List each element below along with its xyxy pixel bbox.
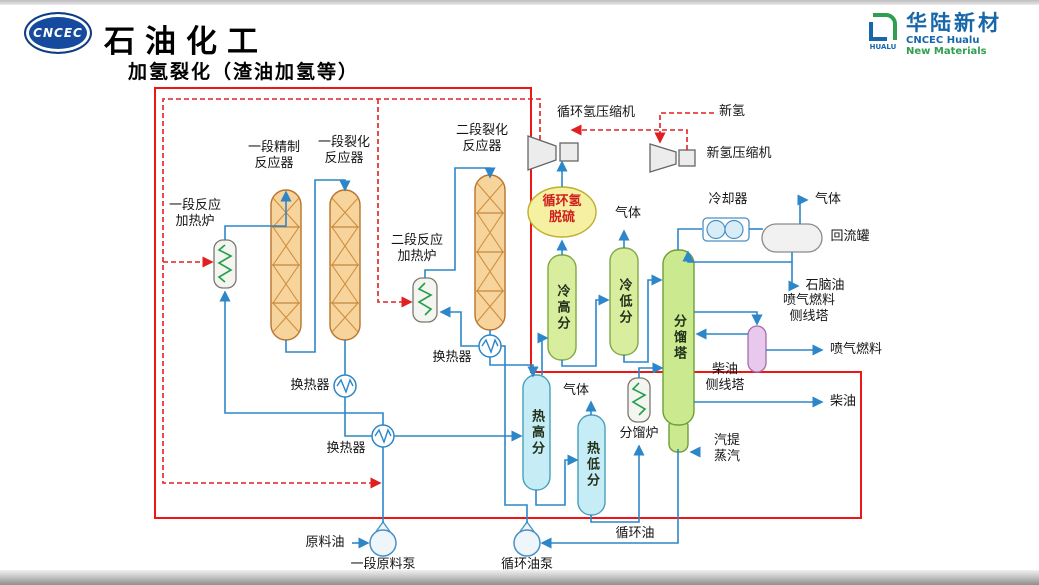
stage1-cracking-reactor-label: 一段裂化 反应器: [317, 135, 370, 166]
stage1-furnace-label: 一段反应 加热炉: [168, 198, 221, 229]
cold-lp-liquid-line: [623, 274, 663, 363]
cncec-logo-text: CNCEC: [33, 26, 83, 40]
bottom-gray-bar: [0, 570, 1039, 585]
gas-hot-lp-label: 气体: [562, 383, 589, 398]
column-overhead-line: [677, 228, 702, 250]
reactor1-to-reactor2-line: [285, 179, 351, 353]
fractionator-name: 分馏塔: [671, 314, 686, 362]
stage2-cracking-reactor-label: 二段裂化 反应器: [455, 123, 508, 154]
brand-left-calligraphy: 石油化工: [104, 24, 268, 60]
recycle-oil-line: [540, 449, 679, 549]
furnace1-to-reactor1-line: [224, 190, 292, 240]
stage2-cracking-reactor: [474, 174, 506, 331]
desulfurizer-label: 循环氢 脱硫: [542, 194, 582, 225]
fractionation-furnace: [627, 377, 651, 423]
feed-pump-symbol: [369, 520, 397, 557]
cncec-logo: CNCEC: [24, 12, 92, 54]
new-h2-discharge-line: [570, 124, 688, 150]
reflux-drum-label: 回流罐: [830, 229, 870, 244]
reflux-line: [682, 250, 793, 263]
reflux-drum-vessel: [761, 223, 823, 253]
hualu-brand-sub1: CNCEC Hualu: [906, 35, 980, 46]
heat-exchanger-3: [478, 334, 502, 358]
stripping-steam-label: 汽提 蒸汽: [713, 433, 740, 464]
stage2-furnace-label: 二段反应 加热炉: [390, 233, 443, 264]
stage1-refining-reactor-label: 一段精制 反应器: [247, 140, 300, 171]
h2-to-furnace2-line: [377, 99, 413, 308]
recycle-oil-label: 循环油: [615, 526, 655, 541]
page-title: 加氢裂化（渣油加氢等）: [128, 61, 360, 83]
stage1-furnace: [213, 239, 237, 289]
hot-hp-vapor-line: [537, 332, 549, 375]
reactor2-effluent-line: [344, 340, 523, 442]
feed-pump-label: 一段原料泵: [350, 557, 416, 572]
hualu-logo-icon-text: HUALU: [869, 43, 897, 51]
diesel-label: 柴油: [829, 394, 856, 409]
cold-hp-separator-name: 冷高分: [554, 284, 570, 332]
naphtha-line: [788, 262, 800, 292]
red-highlight-boundary: [154, 87, 862, 519]
new-h2-line: [654, 112, 714, 144]
column-to-stripper-line: [694, 311, 763, 326]
cooler-label: 冷却器: [708, 192, 748, 207]
hualu-logo-icon: [869, 13, 897, 41]
recycle-oil-pump-label: 循环油泵: [500, 557, 553, 572]
top-edge-strip: [0, 0, 1039, 5]
h2-recycle-line: [162, 98, 541, 489]
feed-oil-label: 原料油: [305, 535, 345, 550]
heat-exchanger-1: [333, 374, 357, 398]
hot-lp-liquid-line: [590, 444, 645, 523]
hx3-label: 换热器: [432, 350, 472, 365]
cold-hp-liquid-line: [561, 294, 610, 367]
hualu-brand-name: 华陆新材: [906, 11, 1002, 35]
cold-lp-separator-name: 冷低分: [616, 278, 632, 326]
gas-cold-lp-label: 气体: [614, 206, 641, 221]
heat-exchanger-2: [371, 424, 395, 448]
new-h2-compressor: [649, 143, 696, 173]
stage1-cracking-reactor: [329, 189, 361, 341]
hualu-logo: HUALU 华陆新材 CNCEC Hualu New Materials: [866, 12, 1002, 57]
side-stripper-vessel: [747, 325, 767, 373]
frac-furnace-to-column-line: [638, 362, 664, 378]
frac-furnace-label: 分馏炉: [619, 426, 659, 441]
jet-fuel-stripper-label: 喷气燃料 侧线塔: [782, 293, 835, 324]
recycle-oil-pump-symbol: [513, 520, 541, 557]
hualu-brand-sub2: New Materials: [906, 46, 987, 57]
recycle-pump-discharge-line: [439, 306, 528, 523]
overhead-cooler: [702, 217, 750, 242]
stage2-furnace: [412, 277, 438, 323]
hot-lp-separator-name: 热低分: [584, 441, 599, 489]
hot-hp-liquid-line: [535, 454, 579, 506]
hx1-label: 换热器: [290, 378, 330, 393]
furnace2-to-reactor3-line: [424, 167, 496, 278]
new-h2-label: 新氢: [718, 104, 745, 119]
diesel-stripper-label: 柴油 侧线塔: [705, 362, 745, 393]
hot-hp-separator-name: 热高分: [529, 409, 544, 457]
recycle-h2-compressor: [527, 135, 579, 171]
gas-top-right-label: 气体: [814, 192, 841, 207]
new-h2-compressor-label: 新氢压缩机: [706, 146, 772, 161]
naphtha-label: 石脑油: [805, 278, 845, 293]
hx2-label: 换热器: [326, 441, 366, 456]
drum-gas-line: [797, 194, 809, 224]
jet-fuel-label: 喷气燃料: [829, 342, 882, 357]
feed-line: [219, 290, 384, 523]
recycle-h2-compressor-label: 循环氢压缩机: [556, 105, 635, 120]
